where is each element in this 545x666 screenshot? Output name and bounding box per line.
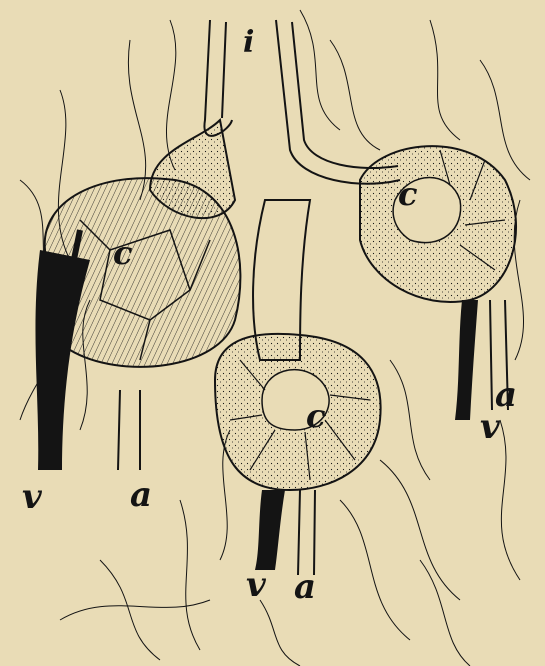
label-cell-cluster-right: c bbox=[398, 178, 417, 210]
cell-cluster-right bbox=[360, 146, 516, 420]
label-cell-cluster-left: c bbox=[113, 237, 132, 269]
label-artery-bottom: a bbox=[294, 570, 316, 604]
label-artery-right: a bbox=[495, 378, 517, 412]
label-vein-bottom: v bbox=[246, 568, 266, 602]
label-cell-cluster-bottom: c bbox=[306, 400, 325, 432]
label-intestine: i bbox=[243, 28, 254, 58]
intestinal-duct bbox=[204, 20, 400, 184]
cell-cluster-left bbox=[45, 120, 241, 367]
label-vein-right: v bbox=[480, 410, 500, 444]
label-vein-left: v bbox=[22, 480, 42, 514]
label-artery-left: a bbox=[130, 478, 152, 512]
